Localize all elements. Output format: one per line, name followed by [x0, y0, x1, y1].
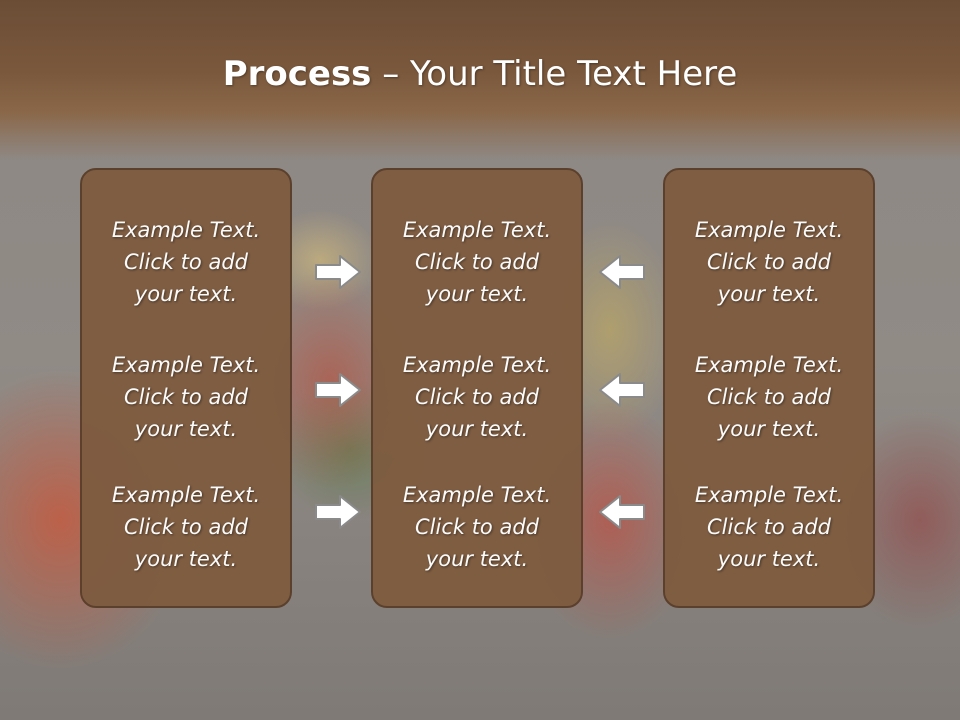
text-placeholder[interactable]: Example Text. Click to add your text. — [694, 483, 844, 571]
title-bold-part: Process — [222, 54, 372, 94]
title-rest-part: – Your Title Text Here — [371, 54, 738, 94]
right-arrow-icon — [315, 373, 361, 407]
text-placeholder[interactable]: Example Text. Click to add your text. — [111, 483, 261, 571]
text-placeholder[interactable]: Example Text. Click to add your text. — [694, 353, 844, 441]
left-arrow-icon — [599, 255, 645, 289]
text-placeholder[interactable]: Example Text. Click to add your text. — [402, 218, 552, 306]
middle-panel: Example Text. Click to add your text. Ex… — [371, 168, 583, 608]
text-placeholder[interactable]: Example Text. Click to add your text. — [402, 353, 552, 441]
right-arrow-icon — [315, 255, 361, 289]
title-bar — [0, 0, 960, 160]
text-placeholder[interactable]: Example Text. Click to add your text. — [402, 483, 552, 571]
right-panel: Example Text. Click to add your text. Ex… — [663, 168, 875, 608]
right-arrow-icon — [315, 495, 361, 529]
left-arrow-icon — [599, 495, 645, 529]
left-panel: Example Text. Click to add your text. Ex… — [80, 168, 292, 608]
left-arrow-icon — [599, 373, 645, 407]
text-placeholder[interactable]: Example Text. Click to add your text. — [111, 218, 261, 306]
text-placeholder[interactable]: Example Text. Click to add your text. — [111, 353, 261, 441]
slide-title[interactable]: Process – Your Title Text Here — [0, 52, 960, 96]
text-placeholder[interactable]: Example Text. Click to add your text. — [694, 218, 844, 306]
